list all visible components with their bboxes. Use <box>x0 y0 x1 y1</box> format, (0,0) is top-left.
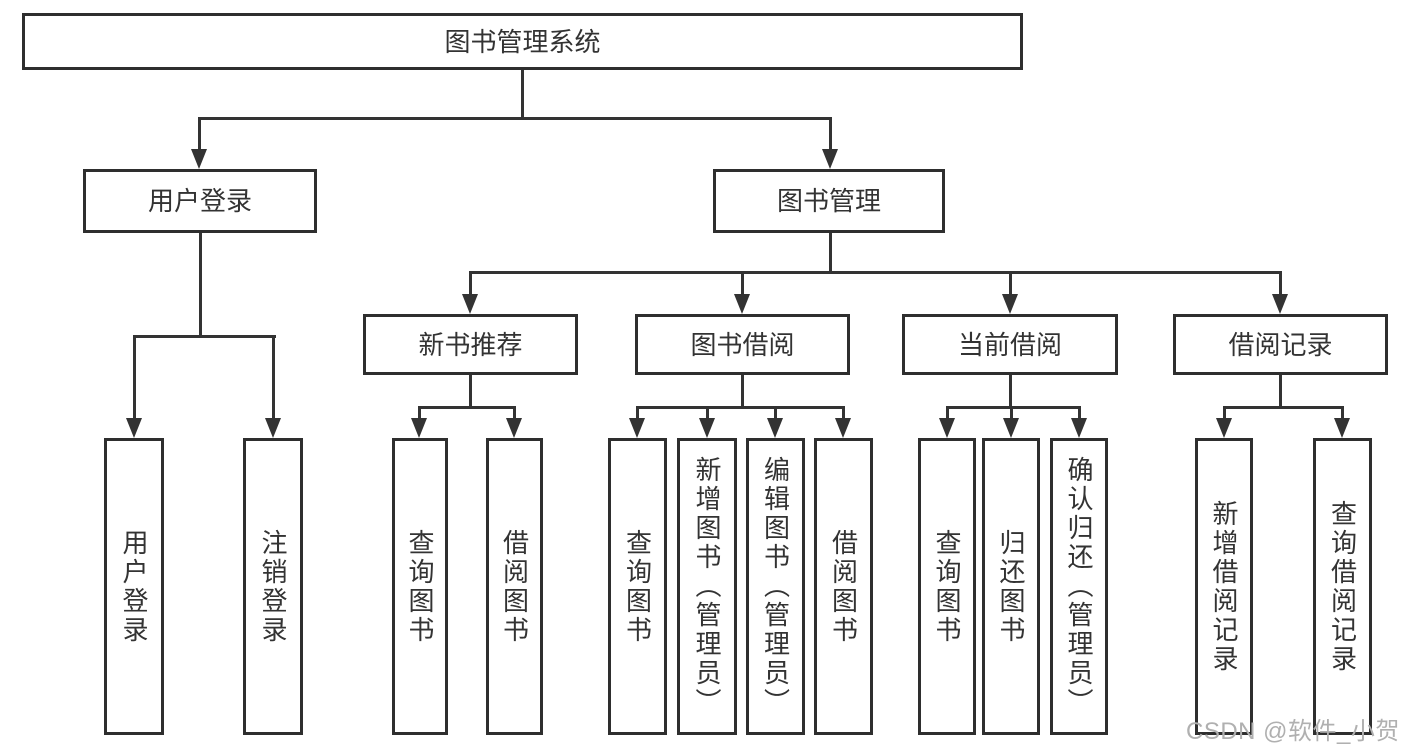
node-label: 新书推荐 <box>418 329 523 360</box>
connector-line <box>636 406 639 421</box>
arrowhead-icon <box>1071 418 1087 438</box>
leaf-edit-book-admin: 编辑图书（管理员） <box>746 438 805 735</box>
leaf-query-book-1: 查询图书 <box>392 438 448 735</box>
leaf-logout: 注销登录 <box>243 438 303 735</box>
node-label: 图书管理 <box>776 186 881 216</box>
arrowhead-icon <box>835 418 851 438</box>
arrowhead-icon <box>411 418 427 438</box>
node-label: 查询图书 <box>622 528 653 645</box>
node-label: 图书管理系统 <box>444 26 601 57</box>
leaf-query-borrow-record: 查询借阅记录 <box>1313 438 1372 735</box>
arrowhead-icon <box>1216 418 1232 438</box>
node-library-system: 图书管理系统 <box>22 13 1023 70</box>
connector-line <box>418 406 516 409</box>
node-label: 用户登录 <box>119 528 149 645</box>
node-book-management: 图书管理 <box>713 169 945 233</box>
connector-line <box>1279 375 1282 409</box>
arrowhead-icon <box>1002 294 1018 314</box>
node-label: 用户登录 <box>147 186 252 216</box>
node-label: 注销登录 <box>258 528 288 645</box>
arrowhead-icon <box>822 149 838 169</box>
connector-line <box>741 271 744 297</box>
node-user-login: 用户登录 <box>83 169 317 233</box>
leaf-return-book: 归还图书 <box>982 438 1040 735</box>
connector-line <box>469 271 472 297</box>
connector-line <box>829 233 832 274</box>
connector-line <box>706 406 709 421</box>
arrowhead-icon <box>699 418 715 438</box>
connector-line <box>829 117 832 153</box>
connector-line <box>636 406 845 409</box>
connector-line <box>469 375 472 409</box>
arrowhead-icon <box>265 418 281 438</box>
leaf-borrow-book-1: 借阅图书 <box>486 438 543 735</box>
connector-line <box>946 406 1081 409</box>
connector-line <box>521 70 524 119</box>
arrowhead-icon <box>1003 418 1019 438</box>
connector-line <box>1009 271 1012 297</box>
node-label: 确认归还（管理员） <box>1064 456 1094 717</box>
connector-line <box>513 406 516 421</box>
connector-line <box>946 406 949 421</box>
node-label: 归还图书 <box>996 528 1026 645</box>
node-label: 查询图书 <box>932 528 962 645</box>
arrowhead-icon <box>767 418 783 438</box>
connector-line <box>198 117 832 120</box>
connector-line <box>1009 375 1012 409</box>
connector-line <box>842 406 845 421</box>
connector-line <box>1010 406 1013 421</box>
node-label: 借阅图书 <box>828 528 859 645</box>
node-label: 借阅图书 <box>499 528 530 645</box>
connector-line <box>133 335 136 421</box>
node-current-borrow: 当前借阅 <box>902 314 1118 375</box>
arrowhead-icon <box>734 294 750 314</box>
connector-line <box>741 375 744 409</box>
connector-line <box>1078 406 1081 421</box>
connector-line <box>1223 406 1344 409</box>
node-book-borrow: 图书借阅 <box>635 314 850 375</box>
arrowhead-icon <box>191 149 207 169</box>
arrowhead-icon <box>939 418 955 438</box>
node-label: 当前借阅 <box>957 329 1062 360</box>
connector-line <box>774 406 777 421</box>
arrowhead-icon <box>1272 294 1288 314</box>
leaf-borrow-book-2: 借阅图书 <box>814 438 873 735</box>
node-new-book-recommend: 新书推荐 <box>363 314 578 375</box>
leaf-add-borrow-record: 新增借阅记录 <box>1195 438 1253 735</box>
arrowhead-icon <box>462 294 478 314</box>
leaf-query-book-3: 查询图书 <box>918 438 976 735</box>
connector-line <box>198 117 201 153</box>
connector-line <box>418 406 421 421</box>
connector-line <box>1341 406 1344 421</box>
node-label: 编辑图书（管理员） <box>760 456 791 717</box>
leaf-confirm-return-admin: 确认归还（管理员） <box>1050 438 1108 735</box>
connector-line <box>272 335 275 421</box>
arrowhead-icon <box>506 418 522 438</box>
connector-line <box>199 233 202 338</box>
csdn-watermark: CSDN @软件_小贺同学 <box>1186 718 1400 745</box>
connector-line <box>1279 271 1282 297</box>
leaf-add-book-admin: 新增图书（管理员） <box>677 438 737 735</box>
leaf-query-book-2: 查询图书 <box>608 438 667 735</box>
node-label: 新增借阅记录 <box>1209 499 1239 674</box>
node-label: 查询图书 <box>405 528 435 645</box>
node-label: 新增图书（管理员） <box>692 456 722 717</box>
node-borrow-record: 借阅记录 <box>1173 314 1388 375</box>
arrowhead-icon <box>126 418 142 438</box>
arrowhead-icon <box>629 418 645 438</box>
connector-line <box>1223 406 1226 421</box>
arrowhead-icon <box>1334 418 1350 438</box>
node-label: 查询借阅记录 <box>1327 499 1358 674</box>
node-label: 图书借阅 <box>690 329 795 360</box>
connector-line <box>469 271 1282 274</box>
connector-line <box>133 335 276 338</box>
node-label: 借阅记录 <box>1228 329 1333 360</box>
leaf-user-login: 用户登录 <box>104 438 164 735</box>
